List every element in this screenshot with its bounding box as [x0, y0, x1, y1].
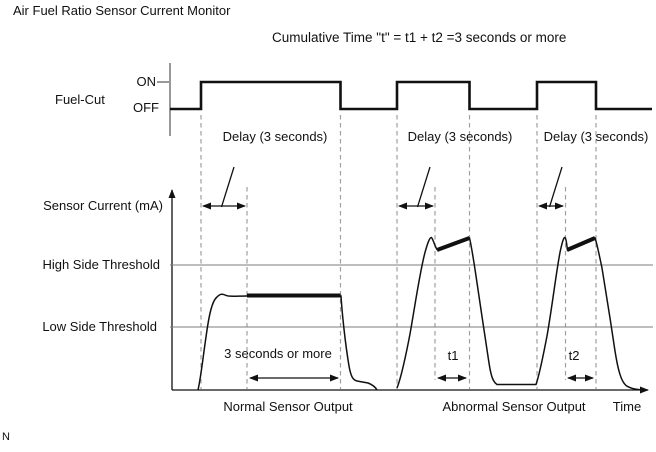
delay-label-1: Delay (3 seconds)	[223, 129, 328, 144]
footnote: N	[2, 431, 10, 443]
fuel-cut-off-label: OFF	[133, 100, 159, 115]
t1-label: t1	[448, 348, 459, 363]
duration-label: 3 seconds or more	[224, 346, 332, 361]
high-threshold-label: High Side Threshold	[42, 257, 160, 272]
abnormal-monitor-segment-1	[436, 236, 471, 252]
diagram-title: Air Fuel Ratio Sensor Current Monitor	[13, 3, 231, 18]
low-threshold-label: Low Side Threshold	[42, 319, 157, 334]
abnormal-monitor-segment-2	[566, 236, 596, 252]
t2-label: t2	[569, 348, 580, 363]
delay-leader-3	[548, 166, 563, 208]
abnormal-output-curve	[396, 236, 647, 391]
normal-output-curve	[197, 293, 378, 391]
delay-leader-2	[416, 166, 431, 208]
delay-label-3: Delay (3 seconds)	[544, 129, 649, 144]
delay-leader-1	[220, 166, 235, 208]
abnormal-output-label: Abnormal Sensor Output	[442, 399, 585, 414]
time-axis-label: Time	[613, 399, 641, 414]
cumulative-time-note: Cumulative Time "t" = t1 + t2 =3 seconds…	[272, 30, 566, 45]
fuel-cut-label: Fuel-Cut	[55, 92, 105, 107]
sensor-axis-label: Sensor Current (mA)	[43, 198, 163, 213]
normal-output-label: Normal Sensor Output	[223, 399, 353, 414]
fuel-cut-waveform	[170, 80, 652, 111]
delay-label-2: Delay (3 seconds)	[408, 129, 513, 144]
fuel-cut-on-label: ON	[137, 74, 157, 89]
